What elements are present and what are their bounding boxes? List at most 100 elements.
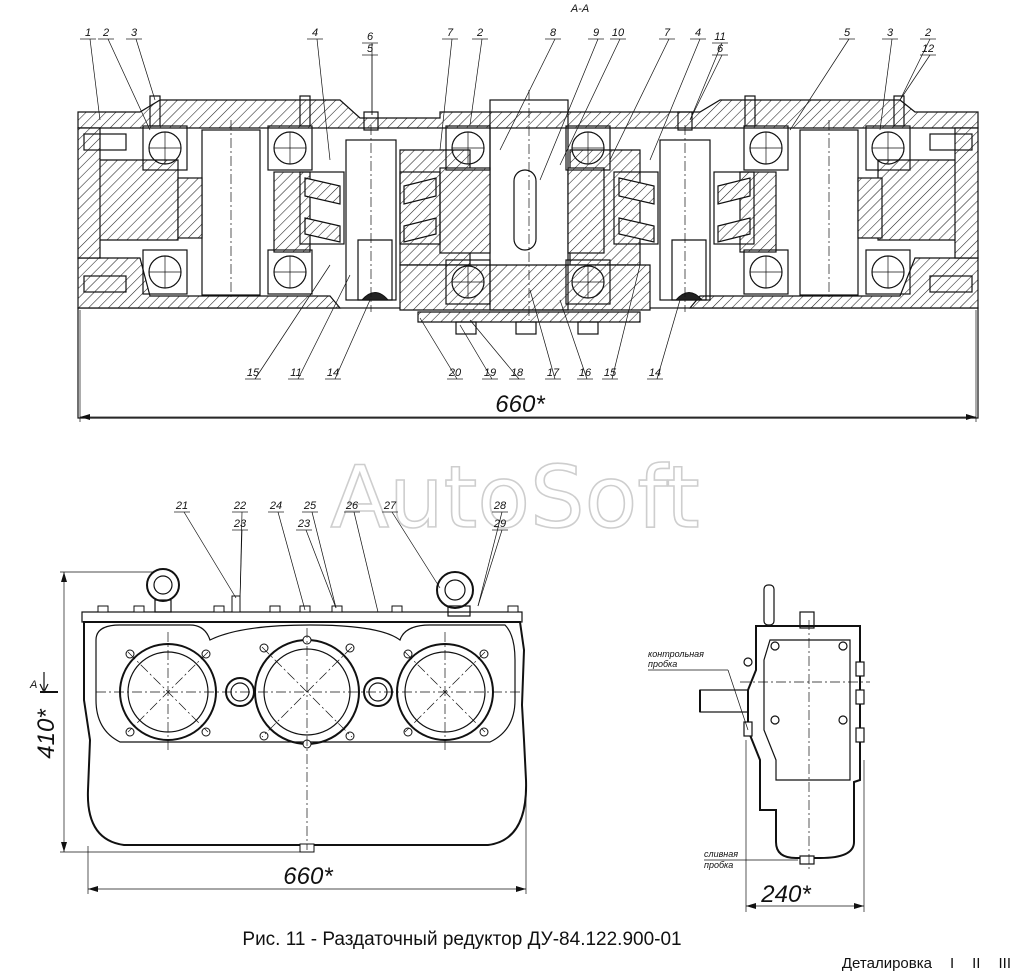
gear-center-left xyxy=(439,167,491,254)
callout-label: 20 xyxy=(448,367,462,379)
leader-line xyxy=(353,511,379,613)
callout-label: 7 xyxy=(447,27,454,39)
housing-center-bottom xyxy=(399,264,651,311)
side-body xyxy=(747,625,861,859)
dimension-top-width: 660* xyxy=(495,391,545,418)
leader-line xyxy=(391,511,441,589)
key-slot xyxy=(513,169,537,251)
callout-label: 6 xyxy=(717,43,724,55)
leader-line xyxy=(469,319,520,380)
tapered-bearing xyxy=(399,171,441,245)
leader-line xyxy=(183,511,237,599)
leader-line xyxy=(135,38,156,101)
end-bolt xyxy=(929,133,973,151)
screw xyxy=(149,95,161,127)
view-marker: А xyxy=(29,679,37,691)
callout-label: 15 xyxy=(604,367,617,379)
housing-bottom-wall-right xyxy=(688,257,979,309)
end-bolt xyxy=(83,133,127,151)
leader-line xyxy=(311,511,337,609)
callout-label: 14 xyxy=(649,367,661,379)
callout-label: 5 xyxy=(367,43,374,55)
callout-label: 29 xyxy=(493,518,506,530)
leader-line xyxy=(879,38,893,131)
callout-label: 6 xyxy=(367,31,374,43)
leader-line xyxy=(559,299,588,380)
nav-item-iii[interactable]: III xyxy=(998,955,1011,972)
dimension-front-height: 410* xyxy=(33,709,60,759)
housing-left-wall xyxy=(77,127,179,259)
leader-line xyxy=(316,38,331,161)
control-plug-note-line1: контрольная xyxy=(648,649,704,659)
leader-line xyxy=(529,289,556,380)
leader-line xyxy=(239,529,243,601)
tapered-bearing xyxy=(299,171,345,245)
housing-bottom-wall xyxy=(77,257,342,309)
lifting-eye-right xyxy=(436,571,474,609)
leader-line xyxy=(649,38,701,161)
leader-line xyxy=(439,38,453,151)
housing-right-wall xyxy=(877,127,979,259)
callout-label: 2 xyxy=(924,27,931,39)
callout-label: 28 xyxy=(493,500,507,512)
ball-bearing xyxy=(142,249,188,295)
section-view: А-А xyxy=(77,3,979,422)
drain-plug-note-line2: пробка xyxy=(704,860,733,870)
callout-label: 24 xyxy=(269,500,282,512)
callout-label: 23 xyxy=(297,518,311,530)
callout-label: 7 xyxy=(664,27,671,39)
callout-label: 9 xyxy=(593,27,599,39)
section-label: А-А xyxy=(570,3,589,15)
leader-line xyxy=(305,529,337,609)
callout-label: 21 xyxy=(175,500,188,512)
callout-label: 22 xyxy=(233,500,246,512)
leader-line xyxy=(609,38,670,161)
screw xyxy=(299,95,311,127)
nav-label[interactable]: Деталировка xyxy=(841,955,932,972)
callout-label: 8 xyxy=(550,27,557,39)
bottom-cover xyxy=(417,311,641,323)
leader-line xyxy=(277,511,306,611)
leader-line xyxy=(499,38,556,151)
callout-label: 11 xyxy=(714,31,725,43)
tapered-bearing xyxy=(713,171,755,245)
top-cover xyxy=(81,611,523,623)
nav-item-ii[interactable]: II xyxy=(972,955,981,972)
gearbox-body xyxy=(83,621,528,846)
ball-bearing xyxy=(743,249,789,295)
control-plug-note-line2: пробка xyxy=(648,659,677,669)
side-view: контрольная пробка сливная пробка 240* xyxy=(648,584,870,912)
callout-label: 2 xyxy=(102,27,109,39)
screw xyxy=(893,95,905,127)
callout-label: 23 xyxy=(233,518,247,530)
leader-line xyxy=(899,54,931,101)
navigation: Деталировка I II III xyxy=(842,955,1011,972)
leader-line xyxy=(689,42,723,121)
callout-label: 4 xyxy=(695,27,701,39)
callout-label: 2 xyxy=(476,27,483,39)
callout-label: 18 xyxy=(511,367,524,379)
callout-label: 10 xyxy=(612,27,625,39)
leader-line xyxy=(459,324,493,380)
leader-line xyxy=(297,274,351,380)
leader-line xyxy=(477,511,503,607)
leader-line xyxy=(469,38,483,126)
lifting-eye-left xyxy=(146,568,180,602)
callout-label: 5 xyxy=(844,27,851,39)
nut xyxy=(577,321,599,335)
callout-label: 11 xyxy=(290,367,301,379)
nav-item-i[interactable]: I xyxy=(949,955,955,972)
drain-plug-note-line1: сливная xyxy=(704,849,738,859)
callout-label: 27 xyxy=(383,500,397,512)
leader-line xyxy=(656,299,681,380)
leader-line xyxy=(899,38,931,101)
leader-line xyxy=(107,38,151,131)
leader-line xyxy=(539,38,599,181)
gear-center-right xyxy=(567,167,605,254)
ball-bearing xyxy=(267,125,313,171)
watermark: AutoSoft xyxy=(330,448,699,548)
